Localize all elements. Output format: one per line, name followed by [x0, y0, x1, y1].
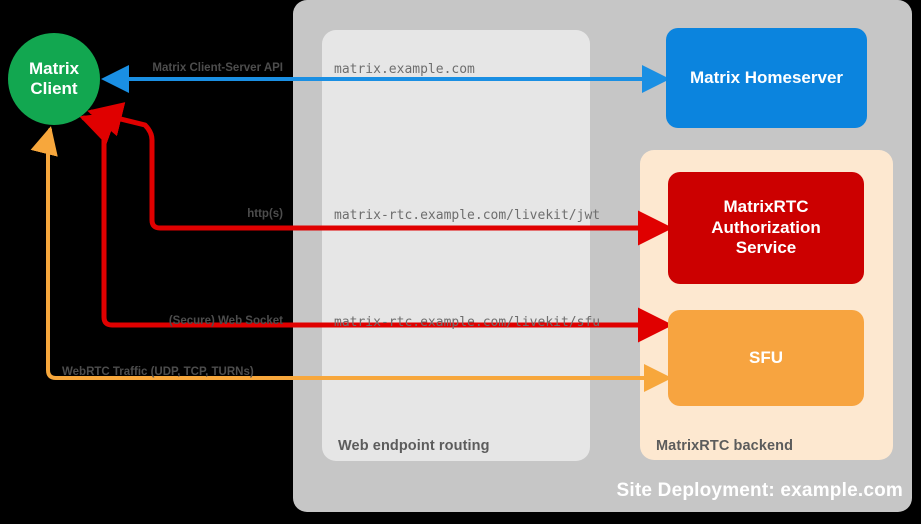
node-matrix-client[interactable]: Matrix Client: [8, 33, 100, 125]
edge-label-webrtc-traffic: WebRTC Traffic (UDP, TCP, TURNs): [62, 366, 254, 378]
node-matrixrtc-authorization-service[interactable]: MatrixRTC Authorization Service: [668, 172, 864, 284]
node-auth-line3: Service: [735, 238, 797, 258]
container-web-endpoint-routing: [322, 30, 590, 461]
caption-matrixrtc-backend: MatrixRTC backend: [656, 438, 794, 454]
node-matrix-homeserver-label: Matrix Homeserver: [689, 67, 844, 87]
url-label-matrix-example-com: matrix.example.com: [334, 62, 475, 77]
edge-label-secure-web-socket: (Secure) Web Socket: [168, 315, 283, 327]
node-sfu-label: SFU: [749, 347, 783, 367]
caption-web-endpoint-routing: Web endpoint routing: [338, 438, 490, 454]
node-sfu[interactable]: SFU: [668, 310, 864, 406]
site-deployment-title: Site Deployment: example.com: [616, 480, 903, 501]
node-matrix-client-line1: Matrix: [28, 59, 80, 79]
url-label-livekit-jwt: matrix-rtc.example.com/livekit/jwt: [334, 208, 601, 223]
node-auth-line2: Authorization: [711, 217, 821, 237]
node-matrix-homeserver[interactable]: Matrix Homeserver: [666, 28, 867, 128]
url-label-livekit-sfu: matrix-rtc.example.com/livekit/sfu: [334, 315, 601, 330]
edge-label-matrix-client-server-api: Matrix Client-Server API: [152, 62, 283, 74]
node-auth-line1: MatrixRTC: [723, 197, 809, 217]
node-matrix-client-line2: Client: [30, 79, 78, 98]
edge-label-http-s: http(s): [247, 208, 283, 220]
